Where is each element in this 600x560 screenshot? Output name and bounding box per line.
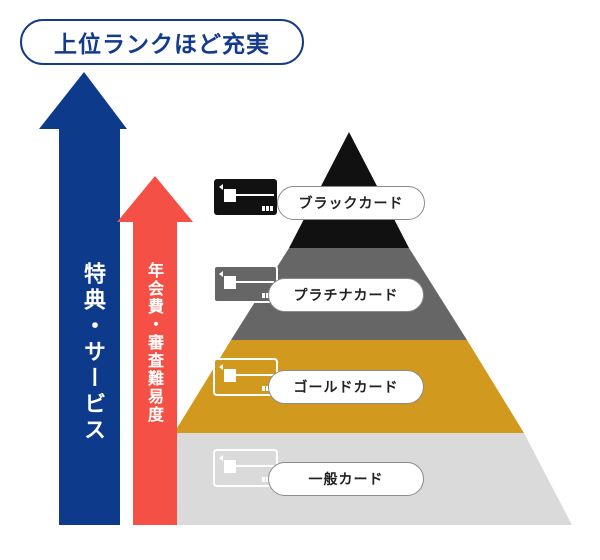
benefits-label: 特典・サービス bbox=[80, 262, 105, 444]
tier-label-platinum: プラチナカード bbox=[268, 278, 424, 312]
tier-label-gold: ゴールドカード bbox=[268, 370, 424, 404]
black-card-icon bbox=[214, 179, 277, 215]
red-arrow bbox=[117, 176, 193, 525]
blue-arrow bbox=[39, 72, 127, 525]
fee-difficulty-label: 年会費・審査難易度 bbox=[145, 262, 164, 424]
page-title: 上位ランクほど充実 bbox=[20, 19, 304, 65]
tier-label-black: ブラックカード bbox=[277, 186, 425, 220]
tier-label-general: 一般カード bbox=[268, 462, 424, 496]
